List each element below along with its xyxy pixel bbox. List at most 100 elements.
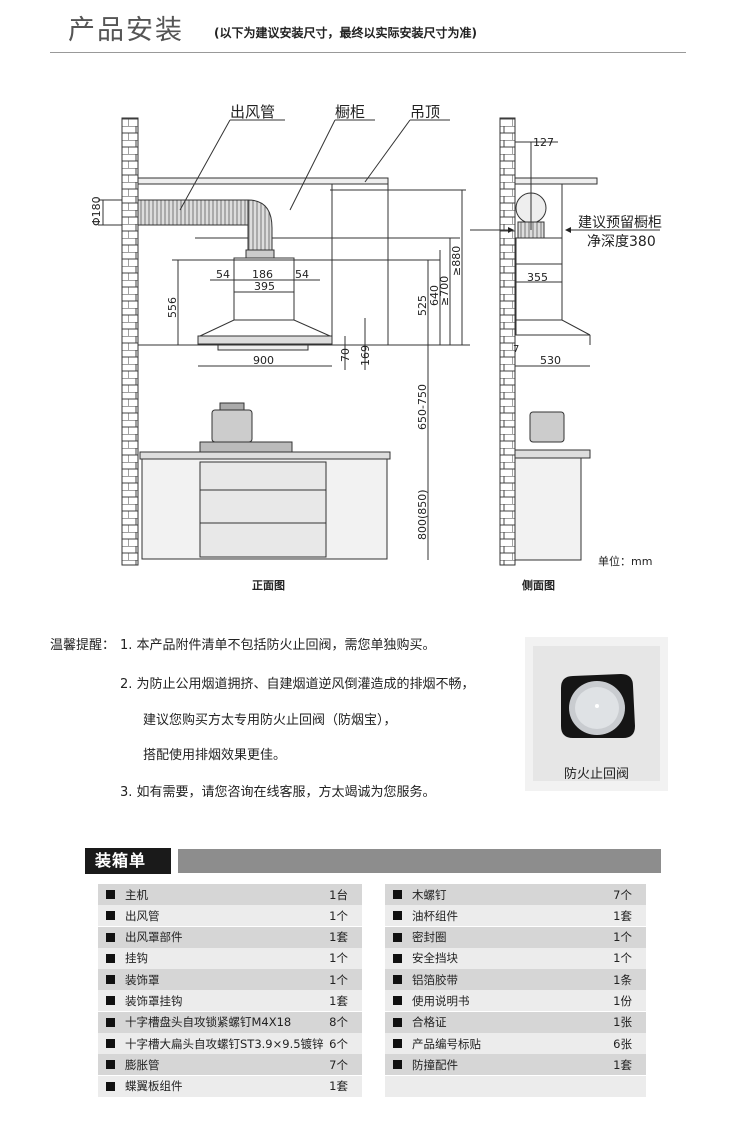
bullet-square-icon — [393, 1039, 402, 1049]
notes-label: 温馨提醒： — [50, 638, 116, 653]
item-name: 木螺钉 — [412, 887, 447, 902]
hood-canopy — [199, 319, 331, 337]
dim-127: 127 — [533, 136, 554, 149]
countertop-side — [514, 449, 591, 459]
note-line-5: 3. 如有需要，请您咨询在线客服，方太竭诚为您服务。 — [120, 785, 436, 800]
bullet-square-icon — [106, 953, 115, 963]
bullet-square-icon — [393, 890, 402, 899]
item-name: 出风罩部件 — [125, 930, 183, 945]
stove-front — [199, 441, 293, 453]
dim-530: 530 — [540, 354, 561, 367]
bullet-square-icon — [106, 975, 115, 985]
bullet-square-icon — [393, 953, 402, 963]
item-qty: 6张 — [613, 1036, 632, 1051]
cabinet-side — [514, 457, 582, 561]
dim-169: 169 — [359, 345, 372, 366]
note-line-1: 1. 本产品附件清单不包括防火止回阀，需您单独购买。 — [120, 638, 436, 653]
side-note-line1: 建议预留橱柜 — [578, 215, 662, 231]
packing-list-item: 出风罩部件 1套 — [98, 926, 362, 948]
packing-list-item: 出风管 1个 — [98, 905, 362, 927]
item-qty: 1条 — [613, 972, 632, 987]
item-name: 十字槽盘头自攻锁紧螺钉M4X18 — [125, 1015, 292, 1030]
bullet-square-icon — [106, 1081, 115, 1091]
side-view-caption: 侧面图 — [522, 578, 555, 592]
bullet-square-icon — [106, 1017, 115, 1027]
side-note-line2: 净深度380 — [587, 234, 656, 250]
item-name: 产品编号标贴 — [412, 1036, 481, 1051]
dim-54a: 54 — [216, 268, 230, 281]
packing-list-item: 膨胀管 7个 — [98, 1054, 362, 1076]
unit-label: 单位：mm — [598, 554, 652, 568]
item-qty: 1个 — [613, 930, 632, 945]
ceiling-front — [137, 177, 389, 185]
item-qty: 1个 — [329, 908, 348, 923]
exhaust-duct — [137, 199, 249, 226]
dim-54b: 54 — [295, 268, 309, 281]
header-divider — [50, 52, 686, 53]
packing-list-item: 十字槽大扁头自攻螺钉ST3.9×9.5镀锌 6个 — [98, 1033, 362, 1055]
label-ceiling: 吊顶 — [410, 103, 440, 121]
dim-diameter: Φ180 — [90, 196, 103, 226]
dim-880: ≥880 — [450, 246, 463, 276]
item-name: 挂钩 — [125, 951, 148, 966]
item-name: 防撞配件 — [412, 1057, 458, 1072]
dim-355: 355 — [527, 271, 548, 284]
packing-list-item: 主机 1台 — [98, 884, 362, 905]
item-name: 蝶翼板组件 — [125, 1079, 183, 1094]
dim-700: ≥700 — [438, 276, 451, 306]
dim-800-850: 800(850) — [416, 489, 429, 540]
bullet-square-icon — [393, 1017, 402, 1027]
packing-list-item: 挂钩 1个 — [98, 947, 362, 969]
bullet-square-icon — [106, 932, 115, 942]
note-line-3: 建议您购买方太专用防火止回阀（防烟宝）， — [143, 713, 397, 728]
countertop-front — [139, 451, 391, 460]
item-qty: 1套 — [329, 1079, 348, 1094]
packing-list-item: 装饰罩 1个 — [98, 969, 362, 991]
item-qty: 1套 — [613, 908, 632, 923]
bullet-square-icon — [393, 996, 402, 1006]
valve-caption: 防火止回阀 — [563, 767, 629, 782]
item-name: 使用说明书 — [412, 993, 470, 1008]
installation-diagram: 出风管 橱柜 吊顶 Φ180 54 186 54 395 556 900 70 … — [90, 103, 662, 592]
bullet-square-icon — [106, 996, 115, 1006]
bullet-square-icon — [393, 1060, 402, 1070]
item-qty: 7个 — [613, 887, 632, 902]
dim-525: 525 — [416, 295, 429, 316]
item-qty: 1个 — [329, 972, 348, 987]
item-name: 出风管 — [125, 908, 160, 923]
brick-wall-side — [499, 117, 516, 566]
ceiling-side — [514, 177, 598, 185]
bullet-square-icon — [393, 911, 402, 921]
item-qty: 1个 — [329, 951, 348, 966]
dim-900: 900 — [253, 354, 274, 367]
pot-side — [529, 411, 565, 443]
packing-list-empty-row — [385, 1075, 646, 1097]
item-name: 膨胀管 — [125, 1057, 160, 1072]
item-name: 装饰罩 — [125, 972, 160, 987]
item-name: 主机 — [125, 887, 148, 902]
item-name: 十字槽大扁头自攻螺钉ST3.9×9.5镀锌 — [125, 1036, 324, 1051]
dim-640: 640 — [428, 285, 441, 306]
page-title: 产品安装 — [68, 15, 184, 46]
item-qty: 6个 — [329, 1036, 348, 1051]
item-qty: 1台 — [329, 887, 348, 902]
bullet-square-icon — [106, 890, 115, 899]
packing-list-item: 蝶翼板组件 1套 — [98, 1075, 362, 1097]
bullet-square-icon — [106, 1060, 115, 1070]
item-qty: 1套 — [329, 930, 348, 945]
front-view-caption: 正面图 — [252, 579, 285, 592]
dim-556: 556 — [166, 297, 179, 318]
dim-650-750: 650-750 — [416, 384, 429, 430]
item-qty: 7个 — [329, 1057, 348, 1072]
item-qty: 1套 — [329, 993, 348, 1008]
label-duct: 出风管 — [230, 103, 275, 121]
note-line-4: 搭配使用排烟效果更佳。 — [143, 748, 287, 763]
item-qty: 1张 — [613, 1015, 632, 1030]
